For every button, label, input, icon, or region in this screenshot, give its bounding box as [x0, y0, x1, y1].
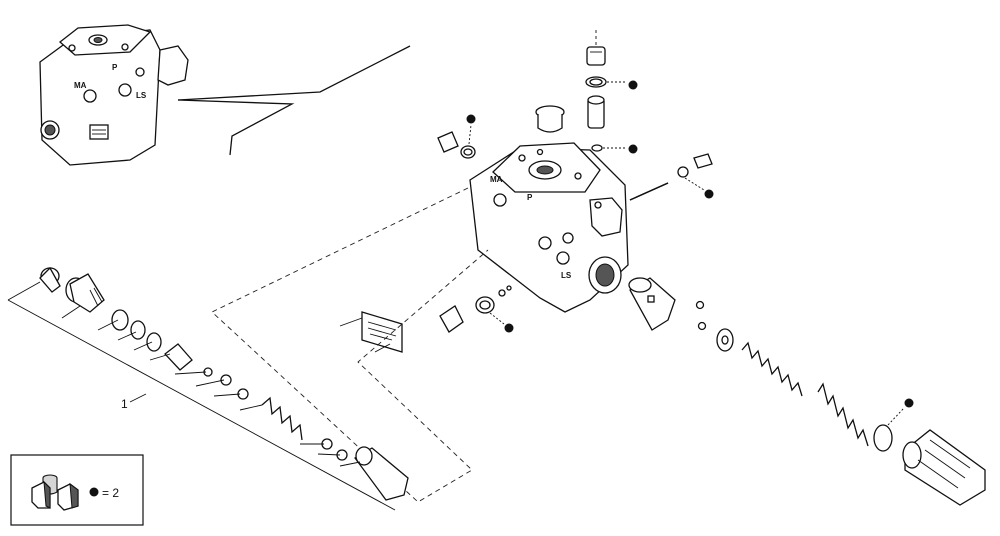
inset-port-mark-ls: LS	[136, 91, 147, 100]
inset-valve-section-view: MA P LS	[39, 24, 189, 166]
left-end-cap	[354, 446, 409, 501]
kit-marker-dot	[704, 189, 714, 199]
spring-washer	[716, 328, 734, 352]
top-o-ring	[585, 76, 607, 88]
port-mark-ls: LS	[561, 271, 572, 280]
valve-section-body: MA P LS	[469, 142, 629, 313]
end-cap	[902, 429, 986, 506]
top-plug	[586, 30, 606, 66]
item-1-leader-lines: 1	[7, 281, 396, 511]
section-cut-line	[177, 45, 411, 156]
kit-marker-dot	[504, 323, 514, 333]
top-washer	[591, 144, 603, 152]
side-plug-left	[437, 131, 476, 159]
left-small-parts	[203, 367, 249, 400]
item-1-callout: 1	[121, 397, 128, 411]
small-screws	[695, 300, 707, 331]
legend-text: = 2	[102, 486, 119, 500]
plug-with-o-ring	[439, 285, 512, 333]
kit-markers	[466, 80, 914, 426]
assembly-boundary	[211, 187, 489, 503]
kit-marker-dot	[466, 114, 476, 124]
left-spring	[261, 396, 303, 441]
main-spring	[741, 341, 803, 397]
secondary-spring	[817, 382, 869, 447]
left-threaded-plug	[65, 273, 105, 313]
kit-marker-dot	[628, 144, 638, 154]
spool-cartridge	[628, 277, 676, 331]
left-o-rings	[111, 309, 162, 352]
spring-o-ring	[873, 424, 893, 452]
inset-port-mark-p: P	[112, 63, 118, 72]
kit-icon	[31, 474, 79, 511]
left-cap	[39, 266, 61, 293]
kit-marker-dot	[628, 80, 638, 90]
legend-dot	[89, 487, 99, 497]
left-spool	[164, 343, 193, 371]
legend-box: = 2	[10, 454, 144, 526]
center-plug	[535, 105, 565, 133]
kit-marker-dot	[904, 398, 914, 408]
top-orifice	[587, 95, 605, 129]
left-cartridge-group	[39, 266, 409, 501]
name-plate	[339, 311, 403, 353]
port-mark-ma: MA	[490, 175, 503, 184]
inset-port-mark-ma: MA	[74, 81, 87, 90]
side-pin-and-screw-right	[629, 153, 713, 201]
port-mark-p: P	[527, 193, 533, 202]
left-washers	[321, 438, 348, 461]
